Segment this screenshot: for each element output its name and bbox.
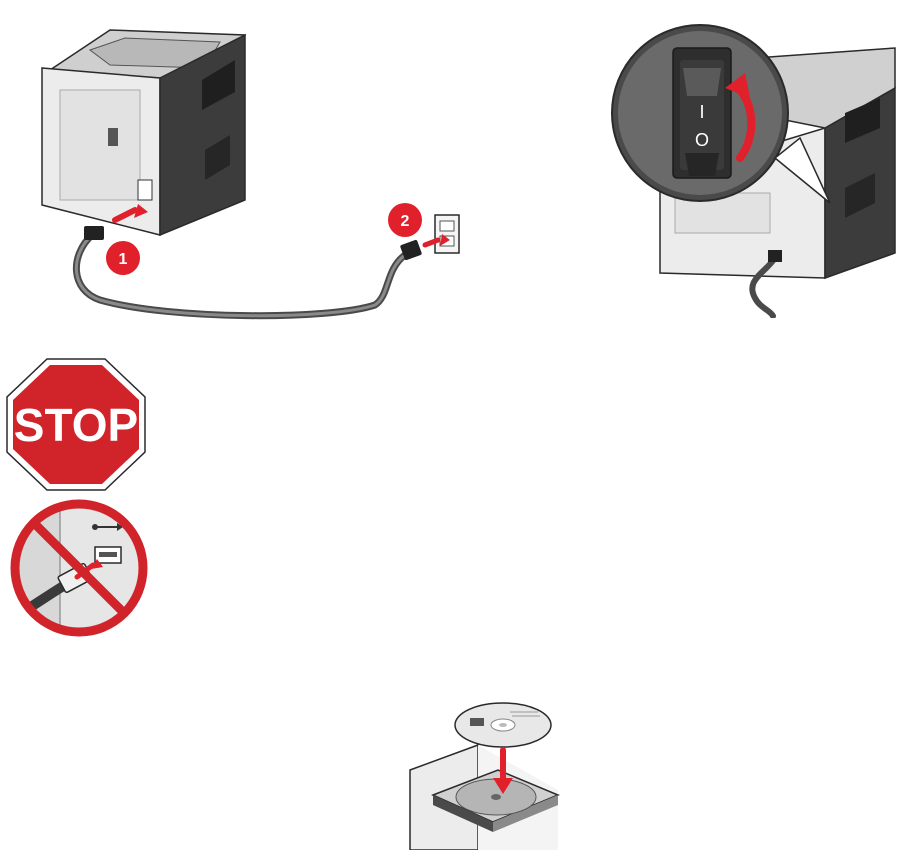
- no-usb-connection-icon: [5, 497, 153, 639]
- callout-1-label: 1: [119, 251, 128, 268]
- cd-disc-icon: [455, 703, 551, 747]
- stop-sign-text: STOP: [14, 399, 138, 451]
- power-switch-illustration: I O: [605, 18, 902, 318]
- switch-on-mark: I: [699, 102, 704, 122]
- insert-cd-illustration: [408, 700, 563, 850]
- stop-sign-icon: STOP: [5, 357, 147, 492]
- power-cable-illustration: 1 2: [30, 20, 480, 325]
- callout-2-label: 2: [401, 213, 410, 230]
- switch-off-mark: O: [695, 130, 709, 150]
